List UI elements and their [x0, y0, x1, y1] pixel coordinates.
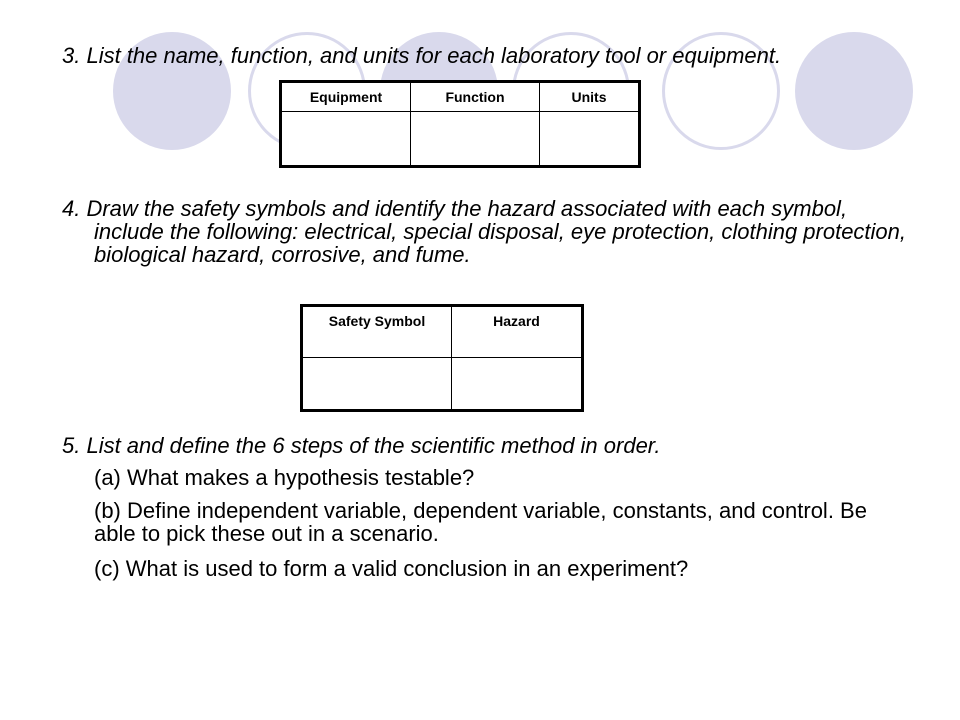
table-cell: [280, 111, 411, 167]
table-header-units: Units: [539, 81, 640, 112]
question-5: 5. List and define the 6 steps of the sc…: [62, 433, 661, 458]
decorative-circle: [795, 32, 913, 150]
table-header-safety-symbol: Safety Symbol: [301, 305, 452, 358]
decorative-ring: [662, 32, 780, 150]
question-5c: (c) What is used to form a valid conclus…: [94, 556, 689, 581]
question-3: 3. List the name, function, and units fo…: [62, 43, 782, 68]
question-4: 4. Draw the safety symbols and identify …: [62, 196, 907, 267]
table-cell: [451, 357, 583, 411]
equipment-table: Equipment Function Units: [279, 80, 641, 168]
question-5a: (a) What makes a hypothesis testable?: [94, 465, 475, 490]
table-cell: [301, 357, 452, 411]
table-cell: [539, 111, 640, 167]
table-cell: [410, 111, 540, 167]
table-header-function: Function: [410, 81, 540, 112]
safety-table: Safety Symbol Hazard: [300, 304, 584, 412]
table-header-equipment: Equipment: [280, 81, 411, 112]
question-5b: (b) Define independent variable, depende…: [94, 498, 867, 546]
table-header-hazard: Hazard: [451, 305, 583, 358]
decorative-circle: [113, 32, 231, 150]
